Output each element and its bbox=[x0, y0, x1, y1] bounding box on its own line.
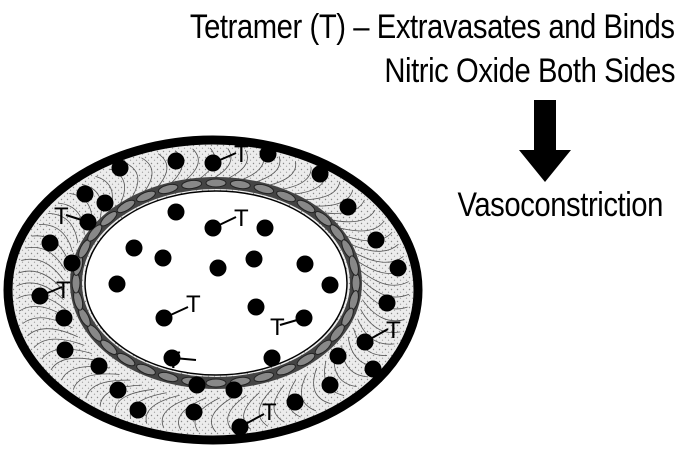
vasoconstriction-label: Vasoconstriction bbox=[458, 186, 663, 225]
title-line-1: Tetramer (T) – Extravasates and Binds bbox=[190, 8, 675, 47]
title-line-2: Nitric Oxide Both Sides bbox=[384, 52, 675, 91]
